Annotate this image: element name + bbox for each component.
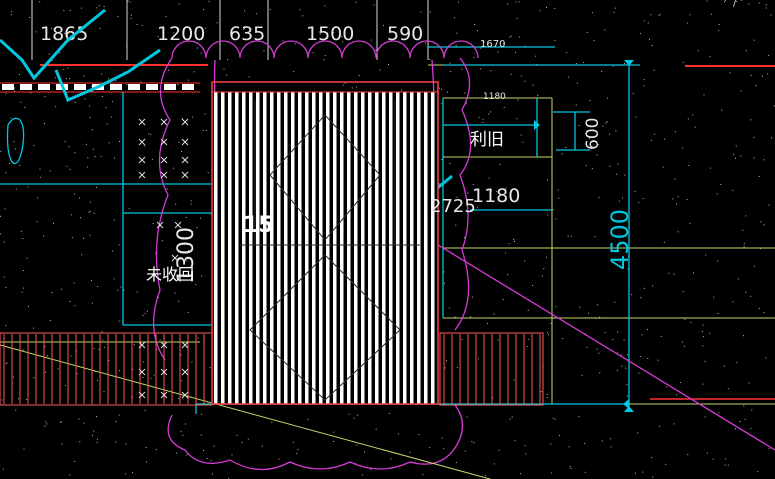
top-dim-5: 590 — [387, 23, 423, 45]
code-2725: 2725 — [430, 196, 476, 217]
dim-4500: 4500 — [606, 209, 634, 270]
dim-1180: 1180 — [472, 185, 520, 207]
fragment-15: 15 — [243, 213, 274, 238]
top-dimension-chain — [31, 0, 429, 60]
top-dim-2: 1200 — [157, 23, 205, 45]
top-dim-3: 635 — [229, 23, 265, 45]
label-li-jiu: 利旧 — [470, 130, 504, 150]
striped-pavement — [211, 81, 439, 405]
corner-fragment: / ' — [733, 0, 743, 9]
dimension-arrows — [534, 60, 634, 412]
yellow-diagonal-line — [0, 344, 491, 479]
top-dim-1: 1865 — [40, 23, 88, 45]
dim-1670: 1670 — [480, 39, 505, 50]
label-wei-shou-hui: 未收回 — [146, 265, 194, 284]
top-dim-4: 1500 — [306, 23, 354, 45]
dim-1180-small: 1180 — [483, 92, 506, 102]
dim-600: 600 — [583, 118, 603, 150]
code-1300: 1300 — [174, 227, 199, 283]
cross-marks — [138, 118, 189, 399]
